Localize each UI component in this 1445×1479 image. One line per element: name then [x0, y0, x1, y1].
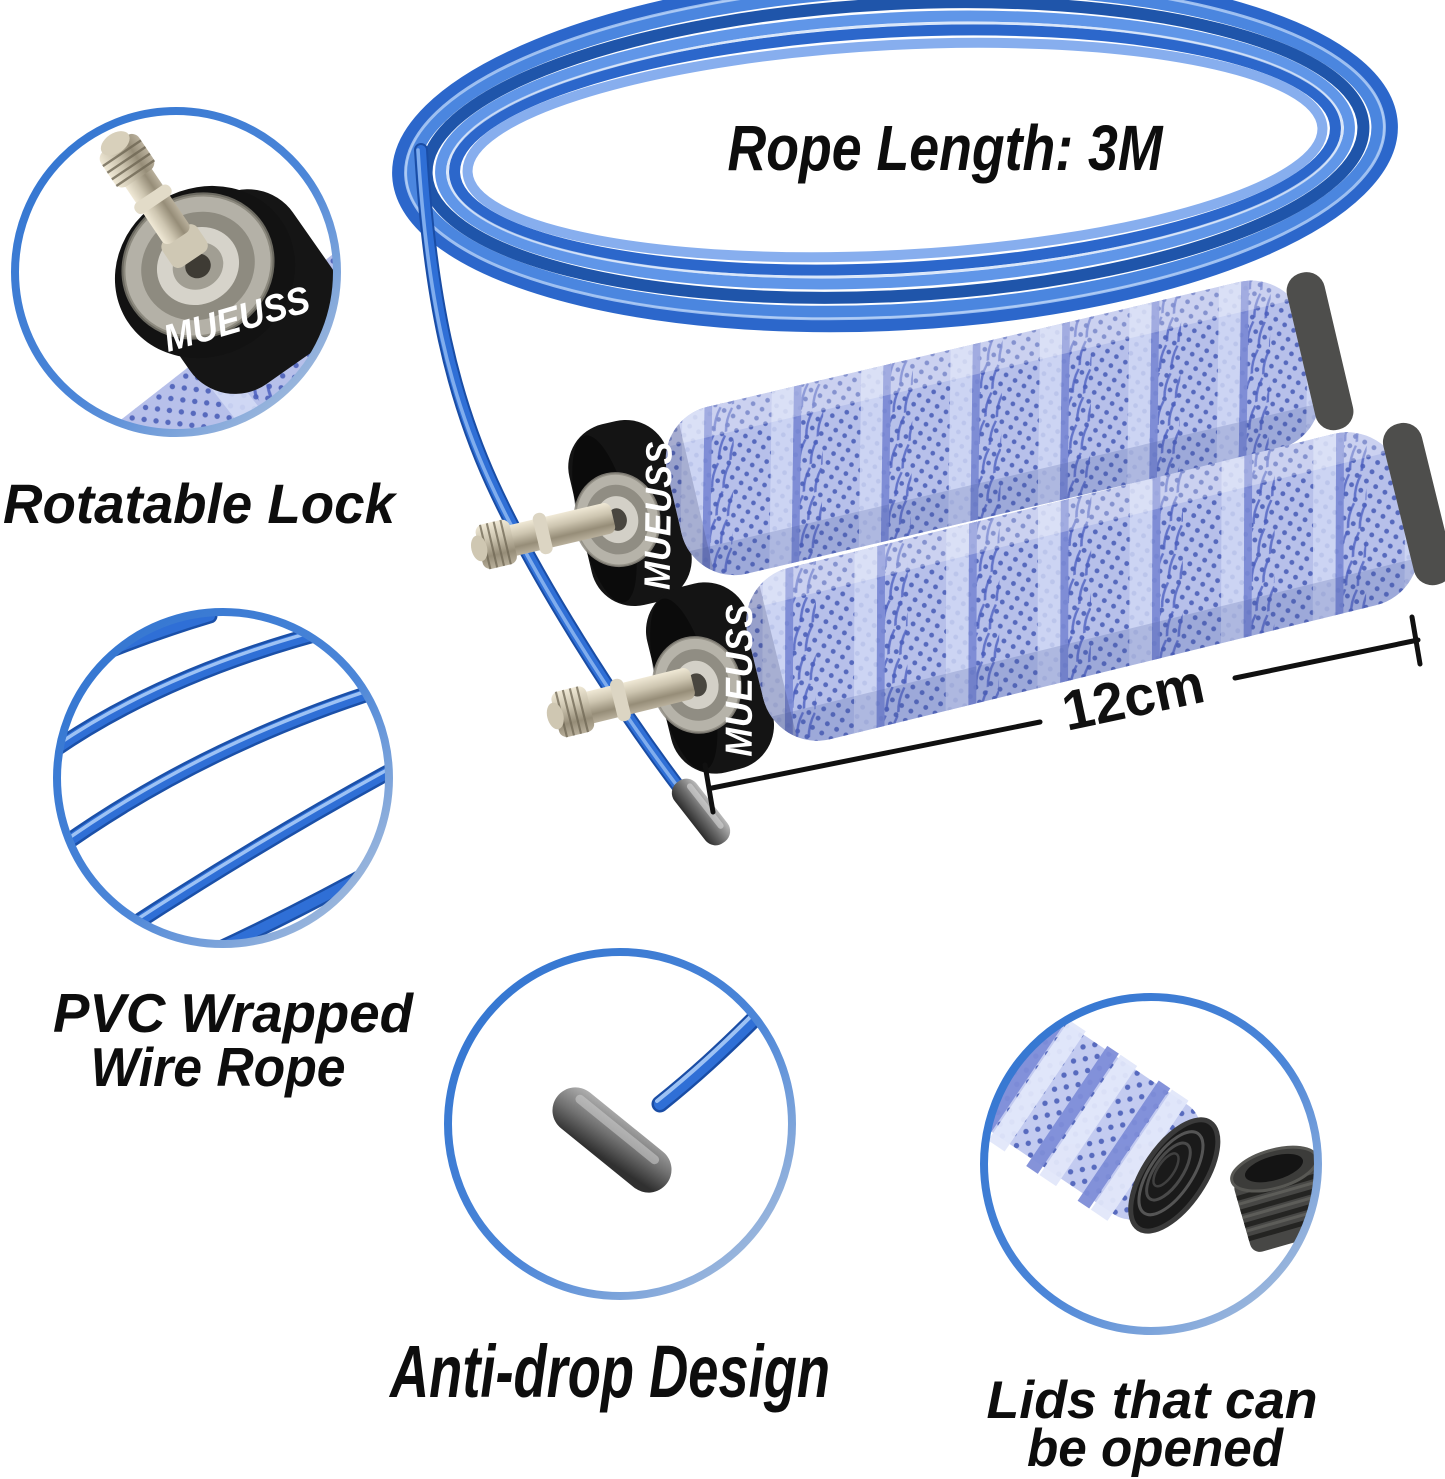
callout-label-pvc-line1: PVC Wrapped	[53, 982, 414, 1044]
callout-label-lids-line2: be opened	[1027, 1419, 1285, 1478]
callout-label-anti-drop: Anti-drop Design	[389, 1330, 830, 1413]
callout-ring	[11, 107, 341, 437]
rope-length-label: Rope Length: 3M	[728, 112, 1164, 184]
measure-segment-right	[1232, 637, 1421, 681]
callout-lids: Lids that can be opened	[980, 993, 1322, 1478]
open-handle-detail	[984, 997, 1221, 1234]
measure-segment-left	[709, 719, 1043, 791]
measure-tick-left	[702, 762, 716, 815]
measurement-line-12cm	[702, 614, 1423, 815]
callout-ring	[53, 608, 393, 948]
callout-ring	[444, 948, 796, 1300]
callout-label-rotatable-lock: Rotatable Lock	[3, 472, 398, 535]
callout-label-lids-line1: Lids that can	[987, 1371, 1318, 1430]
measure-tick-right	[1409, 614, 1423, 667]
lock-pin-detail	[99, 131, 208, 269]
callout-label-pvc-line2: Wire Rope	[91, 1036, 346, 1098]
callout-ring	[980, 993, 1322, 1335]
rope-tip-cap	[671, 778, 731, 846]
callout-pvc-rope: PVC Wrapped Wire Rope	[53, 608, 414, 1098]
callout-anti-drop: Anti-drop Design	[389, 948, 830, 1413]
